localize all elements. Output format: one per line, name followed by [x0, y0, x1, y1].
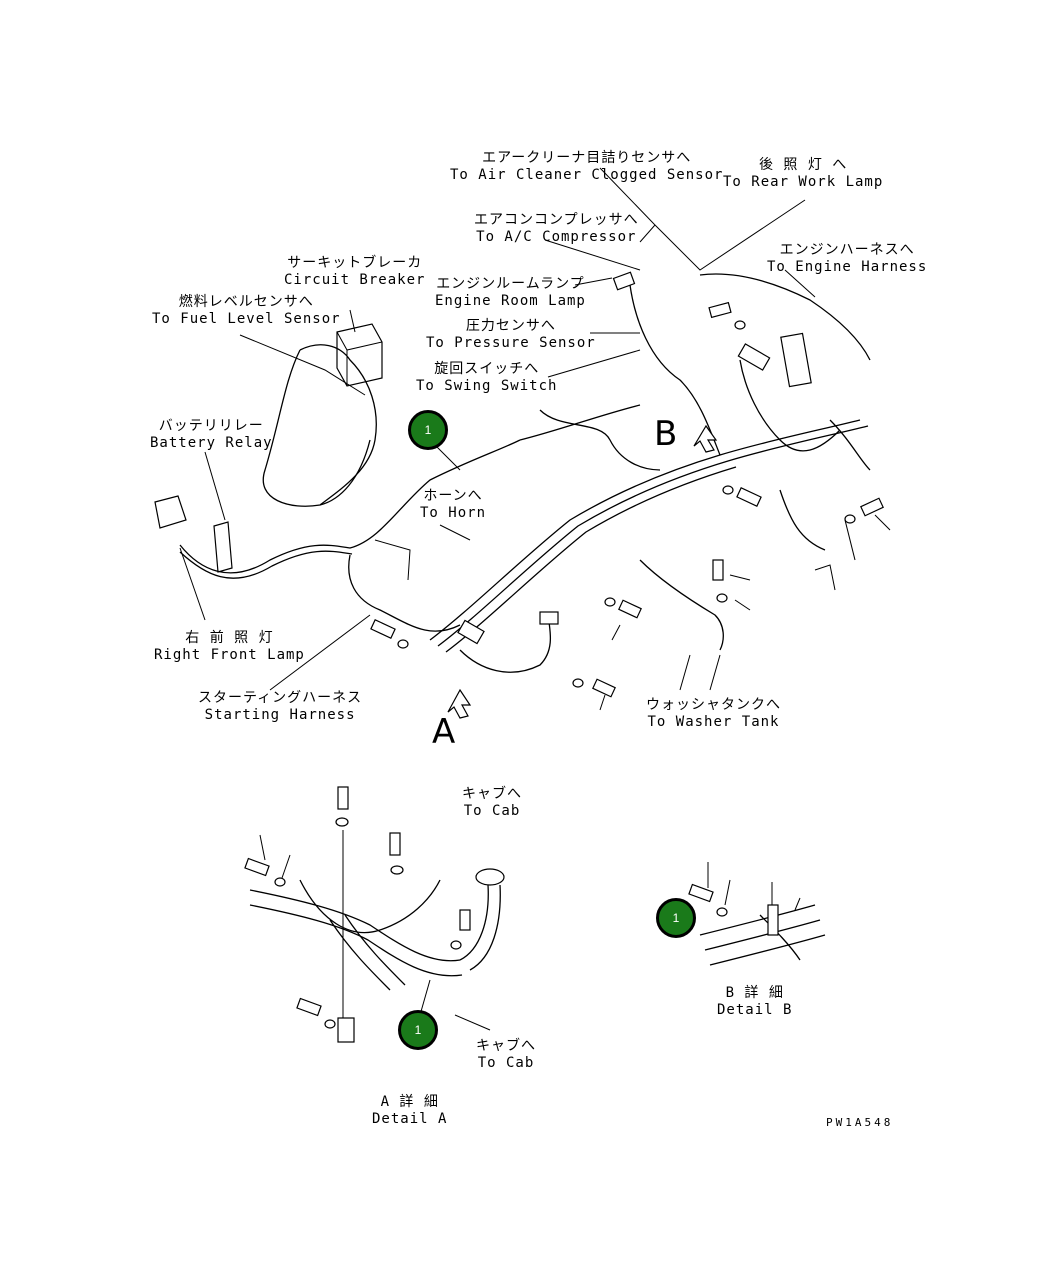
view-letter-a: A [432, 712, 456, 752]
label-battery-relay-jp: バッテリリレー [158, 418, 264, 434]
label-starting-harness-en: Starting Harness [204, 707, 356, 723]
item-badge-main: 1 [408, 410, 448, 450]
label-ac-compressor-jp: エアコンコンプレッサへ [474, 212, 639, 228]
label-rear-work-lamp: 後 照 灯 へ To Rear Work Lamp [723, 157, 883, 191]
label-right-front-lamp-en: Right Front Lamp [154, 647, 305, 663]
harness-main-right [429, 419, 861, 641]
label-swing-switch-jp: 旋回スイッチへ [434, 361, 540, 377]
bolts-and-washers [370, 301, 884, 698]
view-arrow-b [693, 424, 718, 453]
label-circuit-breaker-jp: サーキットブレーカ [287, 255, 423, 271]
label-washer-tank: ウォッシャタンクへ To Washer Tank [646, 697, 781, 731]
label-to-cab-bottom: キャブへ To Cab [476, 1038, 536, 1072]
label-washer-tank-en: To Washer Tank [647, 714, 780, 730]
label-right-front-lamp-jp: 右 前 照 灯 [185, 630, 274, 646]
label-to-cab-top: キャブへ To Cab [462, 786, 522, 820]
item-badge-detail-b: 1 [656, 898, 696, 938]
label-cab-top-jp: キャブへ [462, 786, 522, 802]
label-fuel-level-sensor: 燃料レベルセンサへ To Fuel Level Sensor [152, 294, 341, 328]
label-swing-switch: 旋回スイッチへ To Swing Switch [416, 361, 557, 395]
label-rear-work-lamp-jp: 後 照 灯 へ [759, 157, 848, 173]
label-engine-harness-jp: エンジンハーネスへ [779, 242, 915, 258]
label-rear-work-lamp-en: To Rear Work Lamp [723, 174, 884, 190]
label-air-cleaner-sensor: エアークリーナ目詰りセンサへ To Air Cleaner Clogged Se… [450, 150, 723, 184]
label-engine-harness-en: To Engine Harness [767, 259, 928, 275]
label-horn: ホーンへ To Horn [420, 488, 486, 522]
label-swing-switch-en: To Swing Switch [416, 378, 558, 394]
label-pressure-sensor-en: To Pressure Sensor [426, 335, 596, 351]
label-starting-harness: スターティングハーネス Starting Harness [198, 690, 362, 724]
detail-b-view [688, 862, 826, 966]
label-cab-bottom-en: To Cab [477, 1055, 535, 1071]
label-battery-relay-en: Battery Relay [150, 435, 273, 451]
label-ac-compressor: エアコンコンプレッサへ To A/C Compressor [474, 212, 639, 246]
label-fuel-level-jp: 燃料レベルセンサへ [178, 294, 314, 310]
label-air-cleaner-en: To Air Cleaner Clogged Sensor [450, 167, 724, 183]
drawing-part-code: PW1A548 [826, 1116, 894, 1129]
label-horn-en: To Horn [420, 505, 487, 521]
battery-relay-body [213, 521, 233, 573]
label-engine-harness: エンジンハーネスへ To Engine Harness [767, 242, 927, 276]
label-pressure-sensor-jp: 圧力センサへ [465, 318, 556, 334]
label-detail-a-jp: A 詳 細 [380, 1094, 439, 1110]
label-battery-relay: バッテリリレー Battery Relay [150, 418, 273, 452]
item-badge-detail-a: 1 [398, 1010, 438, 1050]
main-harness-view [154, 167, 891, 719]
label-washer-tank-jp: ウォッシャタンクへ [646, 697, 781, 713]
label-horn-jp: ホーンへ [423, 488, 483, 504]
circuit-breaker-box [336, 323, 383, 387]
label-engine-room-lamp: エンジンルームランプ Engine Room Lamp [435, 276, 586, 310]
label-circuit-breaker-en: Circuit Breaker [284, 272, 426, 288]
label-detail-b-en: Detail B [717, 1002, 793, 1018]
right-front-lamp-body [154, 495, 187, 529]
label-detail-a-en: Detail A [372, 1111, 448, 1127]
label-detail-a: A 詳 細 Detail A [372, 1094, 447, 1128]
label-detail-b: B 詳 細 Detail B [717, 985, 792, 1019]
label-ac-compressor-en: To A/C Compressor [476, 229, 637, 245]
view-arrow-a [447, 688, 472, 719]
label-right-front-lamp: 右 前 照 灯 Right Front Lamp [154, 630, 305, 664]
label-cab-top-en: To Cab [463, 803, 521, 819]
label-circuit-breaker: サーキットブレーカ Circuit Breaker [284, 255, 425, 289]
label-cab-bottom-jp: キャブへ [476, 1038, 536, 1054]
harness-main-left [179, 439, 521, 574]
detail-a-view [244, 786, 505, 1043]
view-letter-b: B [654, 414, 678, 454]
label-pressure-sensor: 圧力センサへ To Pressure Sensor [426, 318, 596, 352]
label-engine-room-lamp-en: Engine Room Lamp [435, 293, 586, 309]
label-air-cleaner-jp: エアークリーナ目詰りセンサへ [482, 150, 692, 166]
label-detail-b-jp: B 詳 細 [725, 985, 784, 1001]
label-fuel-level-en: To Fuel Level Sensor [152, 311, 341, 327]
label-engine-room-lamp-jp: エンジンルームランプ [436, 276, 585, 292]
label-starting-harness-jp: スターティングハーネス [198, 690, 363, 706]
